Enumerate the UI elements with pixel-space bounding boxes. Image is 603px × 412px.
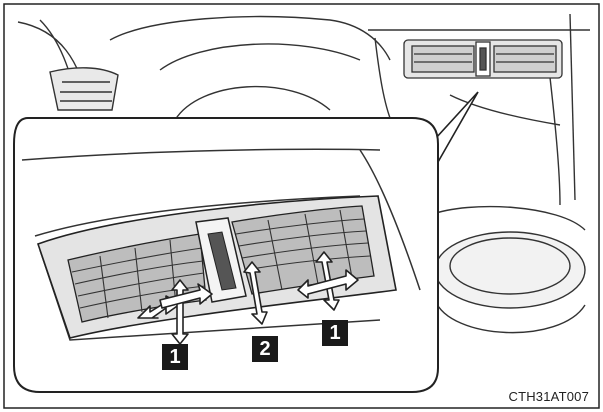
callout-label-right: 1 xyxy=(322,320,348,346)
left-side-vent xyxy=(49,67,119,111)
zoom-inset xyxy=(13,117,439,393)
center-two-way-arrow xyxy=(243,261,268,325)
right-four-way-arrow xyxy=(297,251,359,311)
figure-code: CTH31AT007 xyxy=(508,389,589,404)
adjustment-arrows xyxy=(137,251,359,345)
upper-center-vent xyxy=(403,39,563,79)
callout-label-center: 2 xyxy=(252,336,278,362)
callout-label-left: 1 xyxy=(162,344,188,370)
left-four-way-arrow xyxy=(137,279,213,345)
